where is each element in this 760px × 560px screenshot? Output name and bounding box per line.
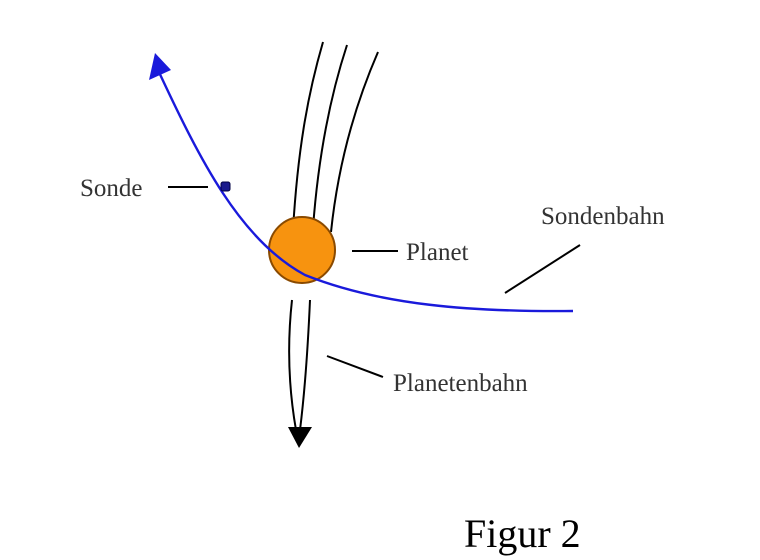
probe-marker [220, 181, 231, 192]
planet-orbit-leader-line [326, 355, 384, 378]
probe-orbit-label: Sondenbahn [541, 203, 665, 230]
probe-orbit-path [156, 69, 574, 313]
leader-lines [168, 186, 581, 378]
figure-caption: Figur 2 [464, 511, 581, 556]
planet-orbit-streak-5 [299, 299, 311, 431]
planet-orbit-upper-streaks [292, 41, 379, 233]
probe-orbit-arrowhead [149, 53, 171, 80]
planet-orbit-label: Planetenbahn [393, 370, 528, 397]
planet-orbit-streak-4 [288, 299, 297, 431]
planet-orbit-arrowhead [288, 427, 312, 448]
planet-label: Planet [406, 239, 469, 266]
probe-orbit-leader-line [504, 244, 581, 294]
planet-orbit-lower-streaks [288, 299, 311, 431]
planet-orbit-streak-3 [330, 51, 379, 233]
planet-orbit-streak-1 [292, 41, 324, 231]
planet-orbit-streak-2 [312, 44, 348, 229]
probe-label: Sonde [80, 175, 143, 202]
